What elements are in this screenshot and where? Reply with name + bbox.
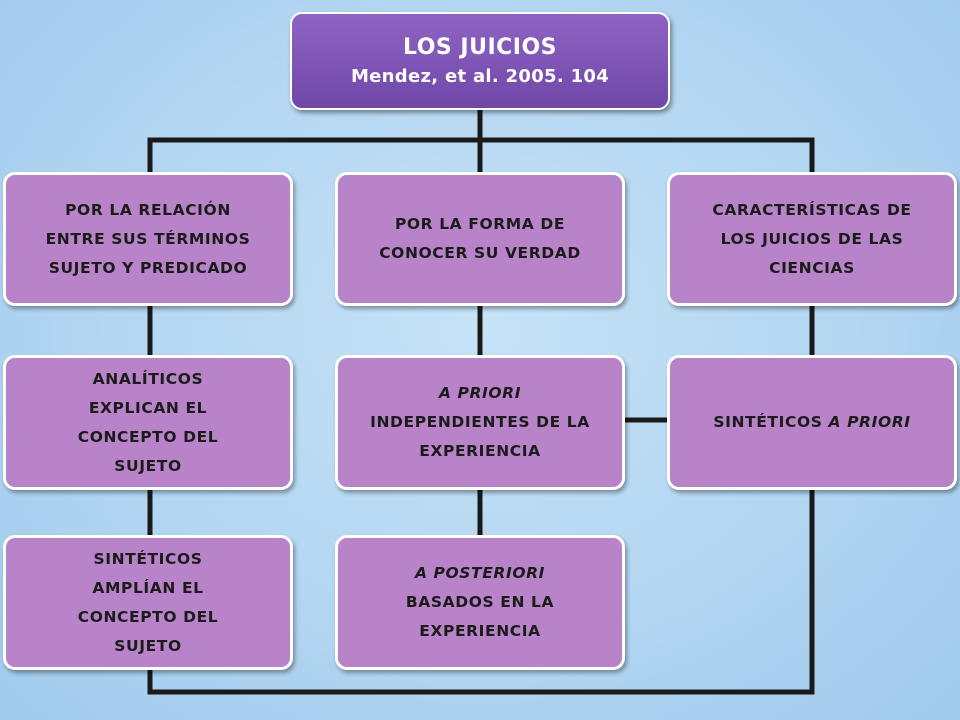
box-line: LOS JUICIOS DE LAS xyxy=(720,229,904,248)
box-line: CIENCIAS xyxy=(769,258,855,277)
box-line: EXPERIENCIA xyxy=(419,442,541,460)
connector xyxy=(147,137,815,175)
title-box: LOS JUICIOS Mendez, et al. 2005. 104 xyxy=(290,12,670,110)
box-line: SUJETO Y PREDICADO xyxy=(48,258,248,277)
box-line: POR LA FORMA DE xyxy=(394,215,566,233)
box-line: CONOCER SU VERDAD xyxy=(379,244,581,262)
box-line: CARACTERÍSTICAS DE xyxy=(712,200,912,219)
subtitle: Mendez, et al. 2005. 104 xyxy=(350,65,610,87)
knowledge-category-box: POR LA FORMA DE CONOCER SU VERDAD xyxy=(335,172,625,306)
box-line: ENTRE SUS TÉRMINOS xyxy=(45,229,251,248)
sinteticos-box: SINTÉTICOS AMPLÍAN EL CONCEPTO DEL SUJET… xyxy=(3,535,293,670)
relation-category-box: POR LA RELACIÓN ENTRE SUS TÉRMINOS SUJET… xyxy=(3,172,293,306)
box-line: ANALÍTICOS xyxy=(92,369,204,388)
a-priori-box: A PRIORI INDEPENDIENTES DE LA EXPERIENCI… xyxy=(335,355,625,490)
analiticos-box: ANALÍTICOS EXPLICAN EL CONCEPTO DEL SUJE… xyxy=(3,355,293,490)
box-line: INDEPENDIENTES DE LA xyxy=(370,413,590,431)
box-line: POR LA RELACIÓN xyxy=(65,200,231,219)
box-line: EXPERIENCIA xyxy=(419,622,541,640)
sinteticos-a-priori-prefix: SINTÉTICOS xyxy=(713,413,829,431)
sinteticos-a-priori-box: SINTÉTICOS A PRIORI xyxy=(667,355,957,490)
box-line: SUJETO xyxy=(114,636,182,655)
box-line: BASADOS EN LA xyxy=(405,593,555,611)
box-line: CONCEPTO DEL xyxy=(77,427,219,446)
box-line: CONCEPTO DEL xyxy=(77,607,219,626)
a-priori-term: A PRIORI xyxy=(438,384,522,402)
box-line: SINTÉTICOS xyxy=(93,549,203,568)
sinteticos-a-priori-term: A PRIORI xyxy=(828,413,911,431)
sciences-category-box: CARACTERÍSTICAS DE LOS JUICIOS DE LAS CI… xyxy=(667,172,957,306)
box-line: SINTÉTICOS A PRIORI xyxy=(713,408,910,437)
box-line: AMPLÍAN EL xyxy=(92,578,204,597)
a-posteriori-term: A POSTERIORI xyxy=(414,564,546,582)
box-line: SUJETO xyxy=(114,456,182,475)
title: LOS JUICIOS xyxy=(402,35,558,60)
connector xyxy=(147,488,815,695)
a-posteriori-box: A POSTERIORI BASADOS EN LA EXPERIENCIA xyxy=(335,535,625,670)
box-line: EXPLICAN EL xyxy=(88,398,208,417)
